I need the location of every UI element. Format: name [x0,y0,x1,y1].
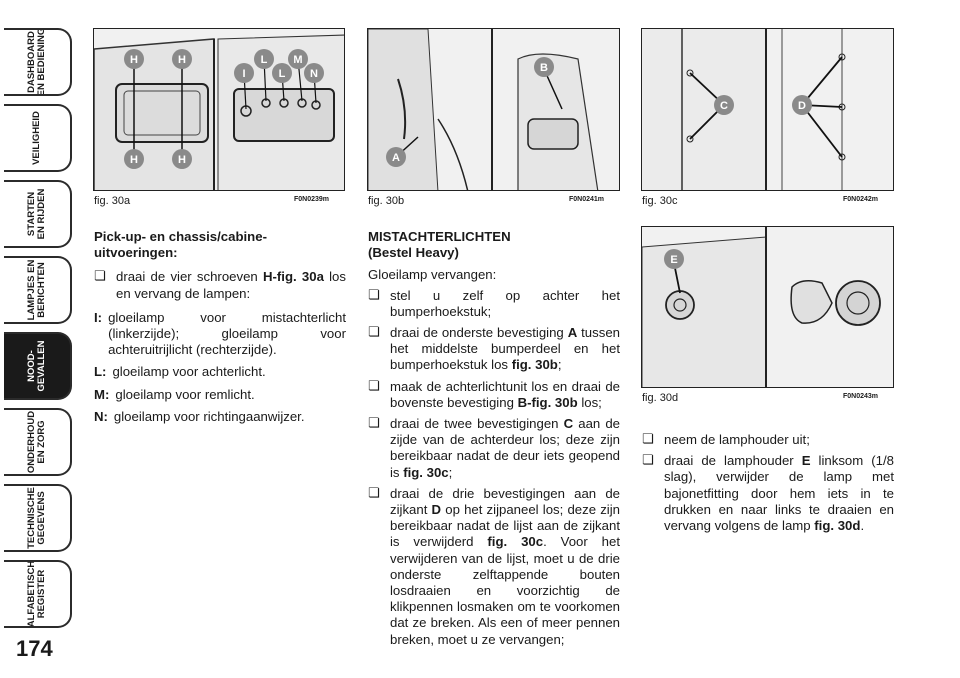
callout-l-2: L [272,63,292,83]
callout-e: E [664,249,684,269]
tab-onderhoud[interactable]: ONDERHOUD EN ZORG [4,408,72,476]
caption-fig30c: fig. 30c [642,195,678,207]
svg-text:H: H [130,154,138,166]
bullet-step-3: maak de achterlichtunit los en draai de … [368,378,620,411]
svg-text:I: I [242,68,245,80]
code-fig30d: F0N0243m [843,393,879,400]
bullet-step-2: draai de onderste bevestiging A tussen h… [368,324,620,374]
caption-fig30d: fig. 30d [642,392,679,404]
figure-30b: A B [367,28,620,191]
svg-text:C: C [720,100,728,112]
section-heading-pickup: Pick-up- en chassis/cabine-uitvoeringen: [94,229,267,261]
svg-text:L: L [261,54,268,66]
chapter-sidebar: DASHBOARD EN BEDIENING VEILIGHEID STARTE… [0,0,78,678]
svg-text:A: A [392,152,400,164]
callout-h-1: H [124,49,144,69]
bullet-step-4: draai de twee bevestigingen C aan de zij… [368,415,620,481]
svg-text:M: M [293,54,302,66]
svg-text:B: B [540,62,548,74]
column-pickup: Pick-up- en chassis/cabine-uitvoeringen:… [94,229,346,431]
callout-h-3: H [124,149,144,169]
tab-starten[interactable]: STARTEN EN RIJDEN [4,180,72,248]
label-m: M:gloeilamp voor remlicht. [94,386,255,402]
column-mistachterlichten: MISTACHTERLICHTEN (Bestel Heavy) Gloeila… [368,229,620,653]
svg-text:H: H [130,54,138,66]
callout-b: B [534,57,554,77]
code-fig30a: F0N0239m [294,196,330,203]
callout-l-1: L [254,49,274,69]
svg-text:N: N [310,68,318,80]
bullet-step-5: draai de drie bevestigingen aan de zijka… [368,485,620,648]
callout-h-2: H [172,49,192,69]
instruction-lead: Gloeilamp vervangen: [368,267,497,283]
callout-h-4: H [172,149,192,169]
svg-text:D: D [798,100,806,112]
label-n: N:gloeilamp voor richtingaanwijzer. [94,408,305,424]
figure-30a: H H H H I L M L N [93,28,345,191]
callout-c: C [714,95,734,115]
tab-register[interactable]: ALFABETISCH REGISTER [4,560,72,628]
bullet-step-7: draai de lamphouder E linksom (1/8 slag)… [642,452,894,534]
label-l: L:gloeilamp voor achterlicht. [94,364,266,380]
figure-30d: E [641,226,894,388]
tab-technische[interactable]: TECHNISCHE GEGEVENS [4,484,72,552]
bullet-step-6: neem de lamphouder uit; [642,431,894,448]
code-fig30b: F0N0241m [569,196,605,203]
figure-30c: C D [641,28,894,191]
tab-veiligheid[interactable]: VEILIGHEID [4,104,72,172]
column-lamphouder: neem de lamphouder uit; draai de lamphou… [642,431,894,539]
callout-m: M [288,49,308,69]
code-fig30c: F0N0242m [843,196,879,203]
callout-a: A [386,147,406,167]
bullet-remove-screws: draai de vier schroeven H-fig. 30a los e… [94,268,346,301]
caption-fig30b: fig. 30b [368,195,405,207]
svg-text:H: H [178,54,186,66]
tab-lampjes[interactable]: LAMPJES EN BERICHTEN [4,256,72,324]
bullet-step-1: stel u zelf op achter het bumperhoekstuk… [368,287,620,320]
page-number: 174 [16,636,53,661]
svg-text:L: L [279,68,286,80]
callout-n: N [304,63,324,83]
callout-i: I [234,63,254,83]
section-heading-mist: MISTACHTERLICHTEN [368,229,511,244]
callout-d: D [792,95,812,115]
tab-dashboard[interactable]: DASHBOARD EN BEDIENING [4,28,72,96]
label-i: I:gloeilamp voor mistachterlicht (linker… [94,309,346,358]
svg-text:E: E [670,254,677,266]
caption-fig30a: fig. 30a [94,195,131,207]
section-subheading-bestel: (Bestel Heavy) [368,245,459,261]
tab-noodgevallen[interactable]: NOOD- GEVALLEN [4,332,72,400]
svg-text:H: H [178,154,186,166]
